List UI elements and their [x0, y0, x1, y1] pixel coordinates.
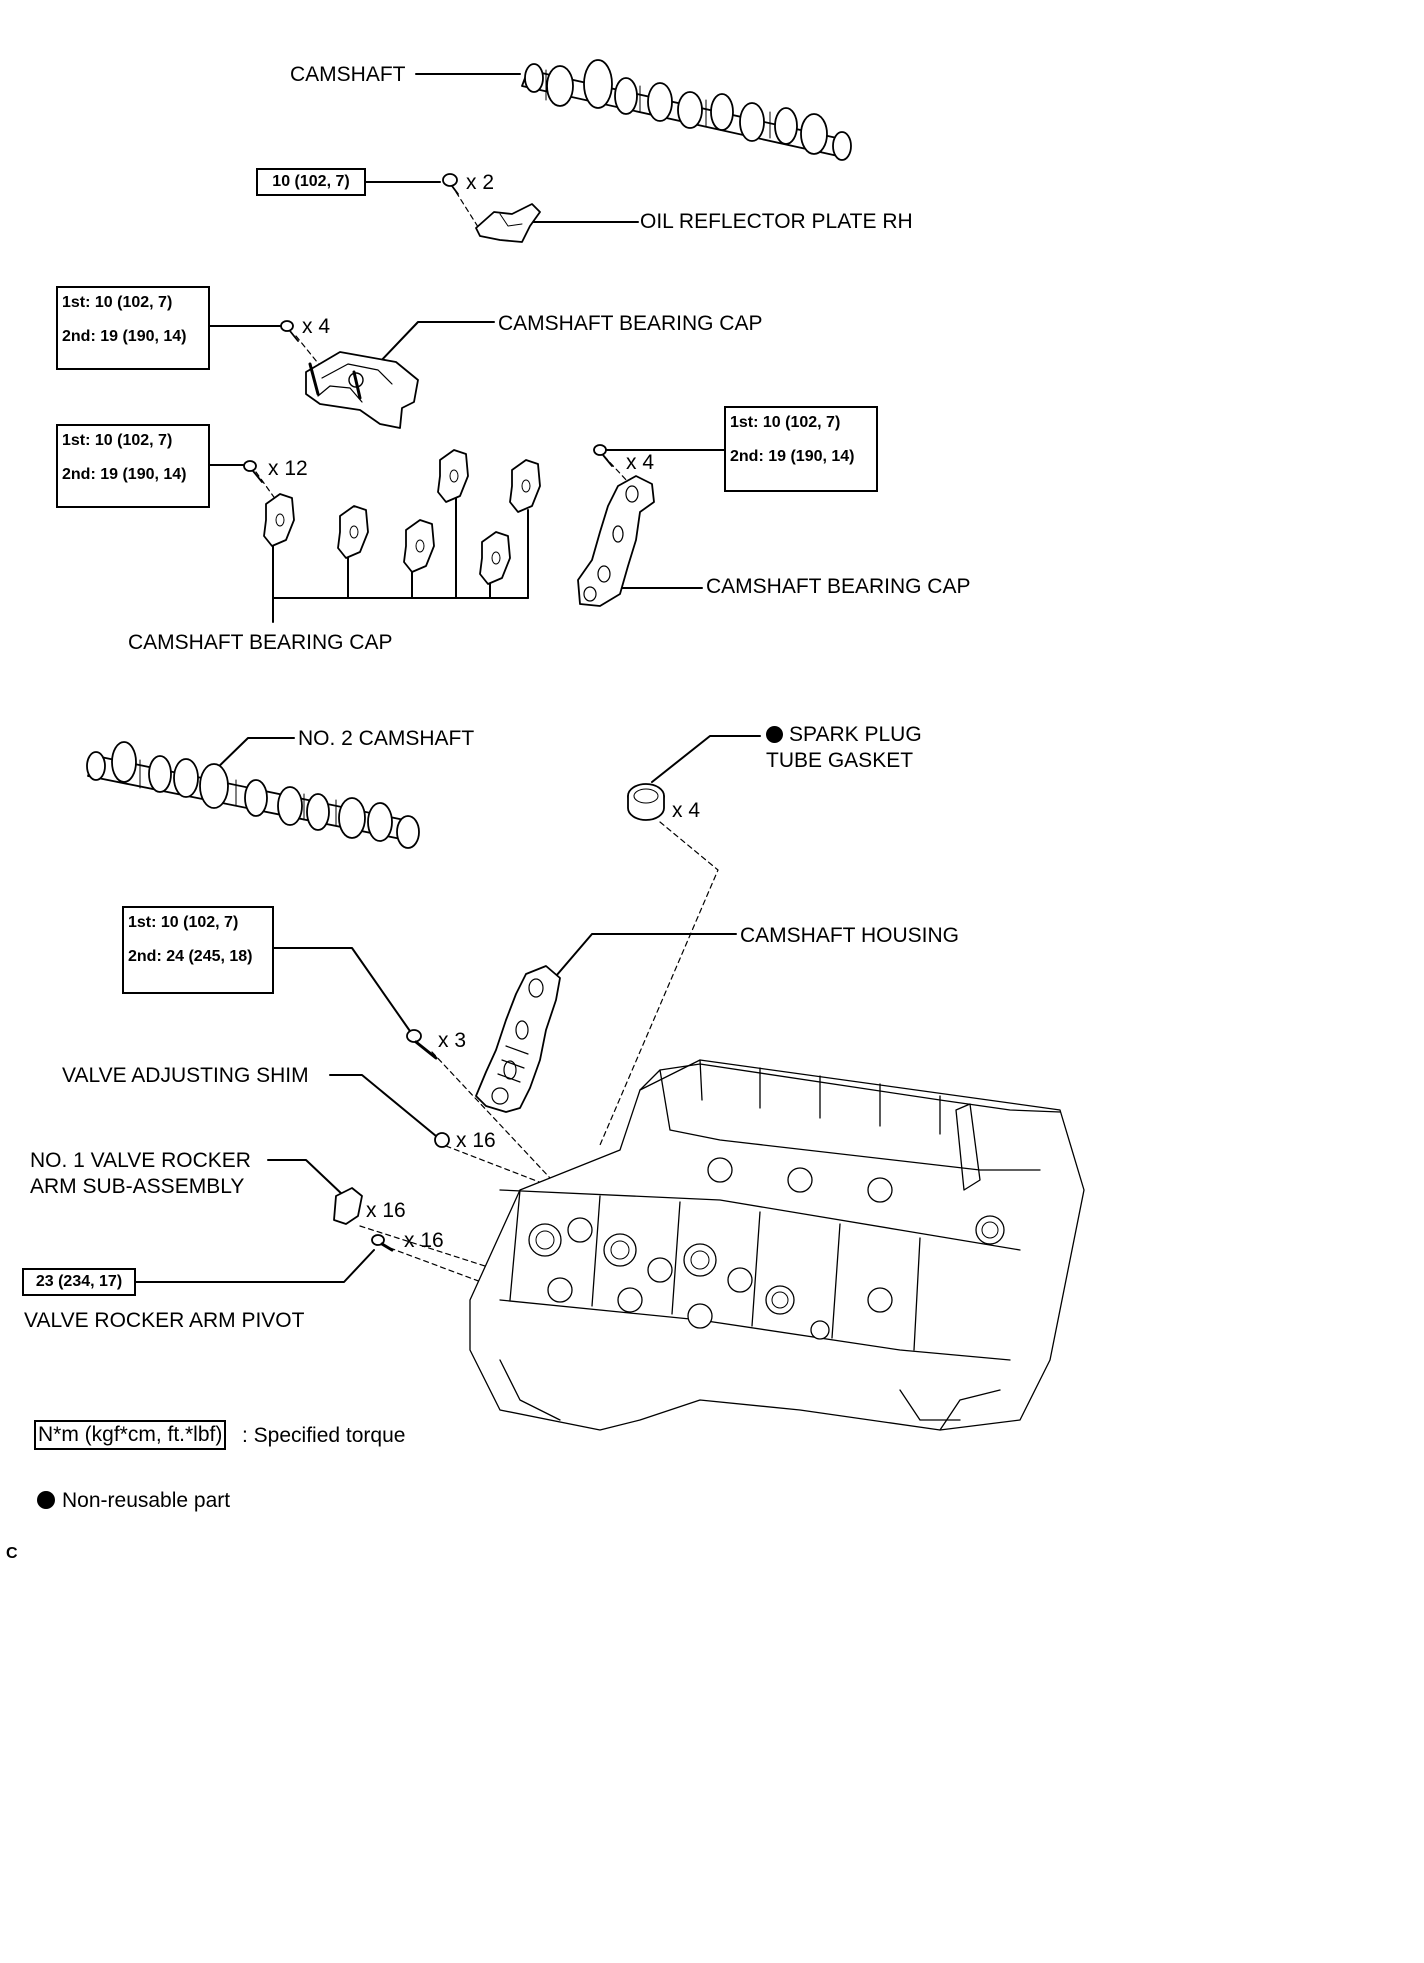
bearing-cap-1-illustration: [280, 320, 419, 429]
oil-reflector-label: OIL REFLECTOR PLATE RH: [640, 210, 913, 233]
torque-second: 2nd: 19 (190, 14): [62, 466, 187, 483]
no2-camshaft-label: NO. 2 CAMSHAFT: [298, 727, 475, 750]
nonreusable-icon: [766, 726, 783, 743]
torque-legend-box: N*m (kgf*cm, ft.*lbf): [34, 1420, 227, 1450]
camshaft-housing-label: CAMSHAFT HOUSING: [740, 924, 959, 947]
bolt-icon: [593, 444, 613, 467]
valve-parts-illustration: [333, 1132, 450, 1252]
bearing-cap-3-label: CAMSHAFT BEARING CAP: [706, 575, 971, 598]
qty-housing-bolts: x 3: [438, 1029, 467, 1052]
valve-shim-label: VALVE ADJUSTING SHIM: [62, 1064, 309, 1087]
qty-bearing-caps-bolts: x 12: [268, 457, 308, 480]
qty-shim: x 16: [456, 1129, 496, 1152]
pivot-icon: [371, 1234, 394, 1252]
bearing-caps-group-illustration: [243, 449, 541, 585]
bolt-icon: [406, 1029, 438, 1060]
torque-box-oil-reflector: 10 (102, 7): [256, 168, 366, 196]
bolt-icon: [280, 320, 299, 342]
torque-second: 2nd: 19 (190, 14): [62, 328, 187, 345]
torque-value: 23 (234, 17): [35, 1273, 123, 1290]
exploded-parts-diagram: CAMSHAFT 10 (102, 7) x 2 OIL REFLECTOR P…: [6, 59, 1085, 1562]
spark-plug-gasket-label: SPARK PLUG TUBE GASKET: [766, 723, 922, 772]
torque-box-bearing-cap-1: 1st: 10 (102, 7) 2nd: 19 (190, 14): [56, 286, 210, 370]
qty-bearing-cap-3-bolts: x 4: [626, 451, 655, 474]
bolt-icon: [243, 460, 263, 483]
qty-pivot: x 16: [404, 1229, 444, 1252]
torque-value: 10 (102, 7): [272, 173, 350, 190]
qty-oil-reflector-bolts: x 2: [466, 171, 495, 194]
rocker-arm-label: NO. 1 VALVE ROCKER ARM SUB-ASSEMBLY: [30, 1149, 251, 1198]
oil-reflector-illustration: [442, 173, 541, 243]
no2-camshaft-illustration: [86, 741, 420, 849]
corner-mark: C: [6, 1545, 18, 1562]
torque-legend-text: : Specified torque: [242, 1424, 406, 1447]
torque-unit: N*m (kgf*cm, ft.*lbf): [38, 1423, 223, 1446]
bolt-icon: [442, 173, 459, 195]
leader-lines: [135, 73, 761, 1283]
torque-first: 1st: 10 (102, 7): [730, 414, 841, 431]
bearing-cap-2-label: CAMSHAFT BEARING CAP: [128, 631, 393, 654]
torque-box-camshaft-housing: 1st: 10 (102, 7) 2nd: 24 (245, 18): [122, 906, 274, 994]
spark-plug-gasket-illustration: [627, 783, 665, 821]
torque-box-rocker-pivot: 23 (234, 17): [22, 1268, 136, 1296]
parts-illustration: [37, 59, 1085, 1509]
camshaft-illustration: [521, 59, 852, 161]
torque-second: 2nd: 24 (245, 18): [128, 948, 253, 965]
bearing-cap-1-label: CAMSHAFT BEARING CAP: [498, 312, 763, 335]
torque-box-bearing-cap-3: 1st: 10 (102, 7) 2nd: 19 (190, 14): [724, 406, 878, 492]
camshaft-housing-illustration: [406, 965, 561, 1113]
rocker-pivot-label: VALVE ROCKER ARM PIVOT: [24, 1309, 305, 1332]
qty-gasket: x 4: [672, 799, 701, 822]
nonreusable-legend-dot: [37, 1491, 55, 1509]
valve-shim-icon: [434, 1132, 450, 1148]
cylinder-head-illustration: [469, 1059, 1085, 1431]
nonreusable-legend-text: Non-reusable part: [62, 1489, 231, 1512]
torque-box-bearing-caps: 1st: 10 (102, 7) 2nd: 19 (190, 14): [56, 424, 210, 508]
bearing-cap-3-illustration: [577, 444, 655, 607]
torque-first: 1st: 10 (102, 7): [62, 432, 173, 449]
camshaft-label: CAMSHAFT: [290, 63, 406, 86]
rocker-arm-icon: [333, 1187, 363, 1225]
torque-first: 1st: 10 (102, 7): [128, 914, 239, 931]
torque-first: 1st: 10 (102, 7): [62, 294, 173, 311]
qty-bearing-cap-1-bolts: x 4: [302, 315, 331, 338]
qty-rocker: x 16: [366, 1199, 406, 1222]
torque-second: 2nd: 19 (190, 14): [730, 448, 855, 465]
